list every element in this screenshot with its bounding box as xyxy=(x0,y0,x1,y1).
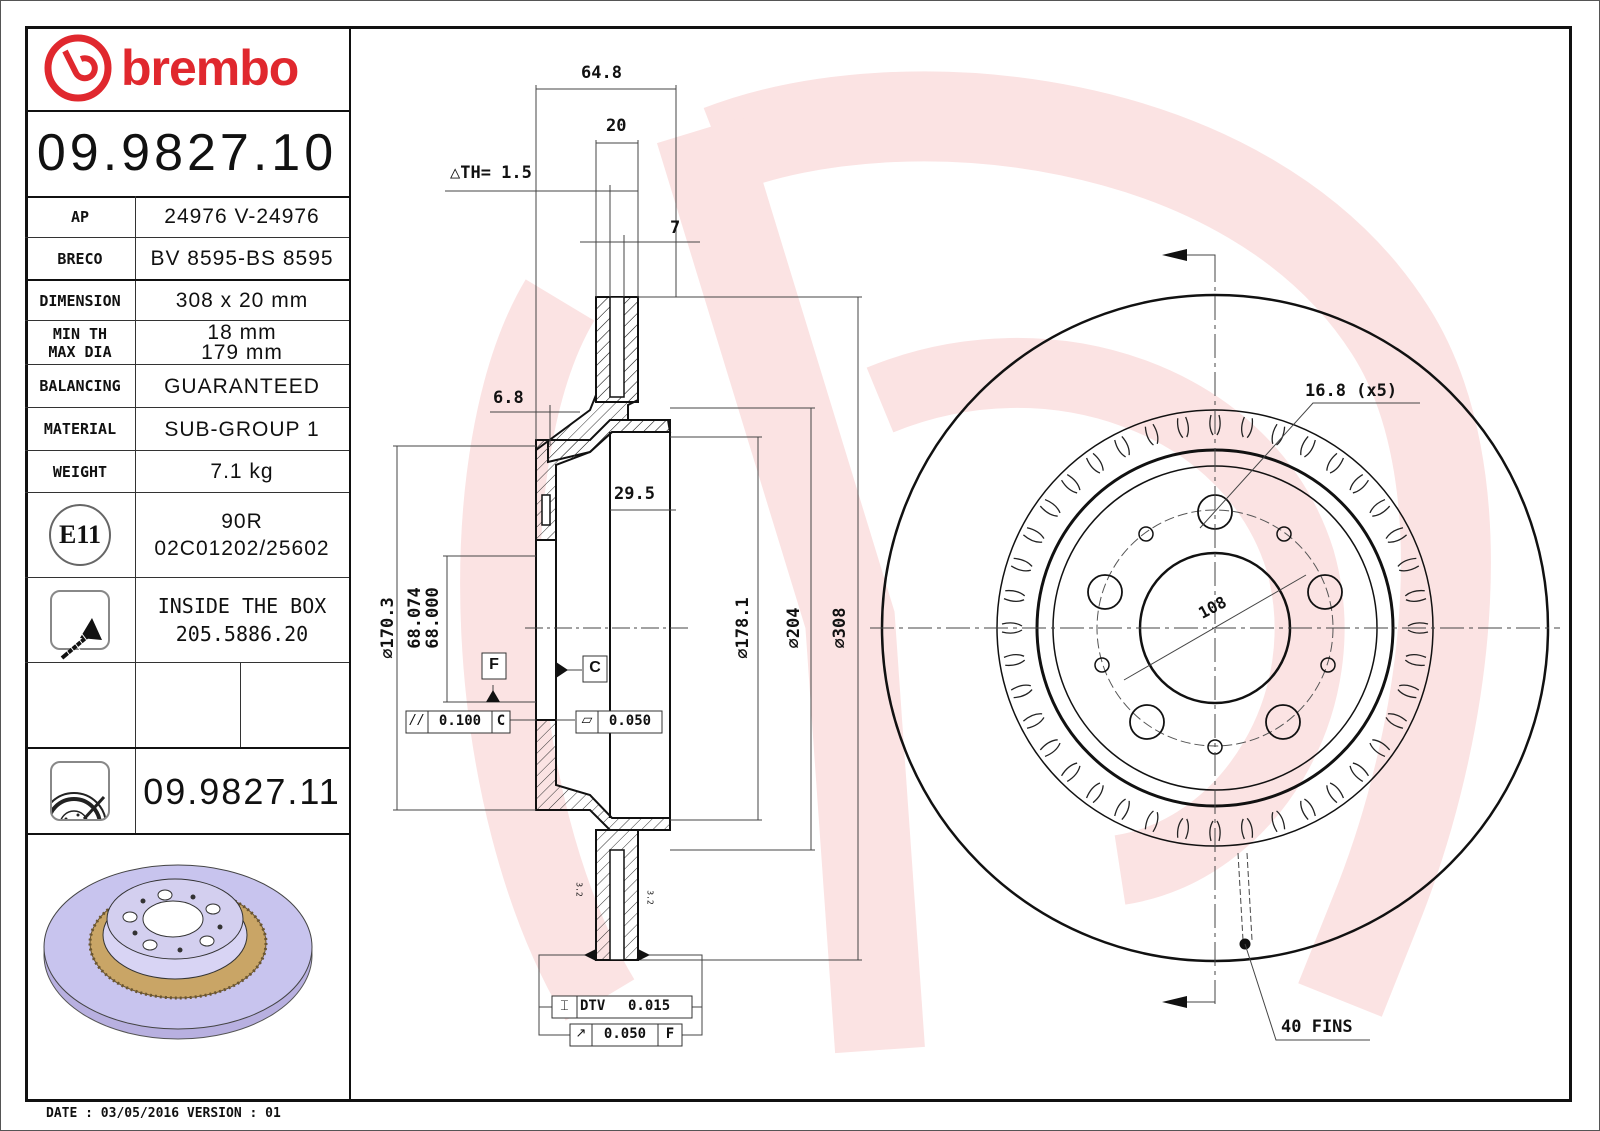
label-breco: BRECO xyxy=(25,238,136,279)
disc-3d-render xyxy=(25,835,349,1099)
part-number: 09.9827.10 xyxy=(25,110,349,198)
dtv-label: DTV xyxy=(580,998,606,1014)
screw-icon-cell xyxy=(25,578,136,662)
dtv-value: 0.015 xyxy=(628,998,671,1014)
approval-icon-cell: E11 xyxy=(25,493,136,577)
value-screws: INSIDE THE BOX 205.5886.20 xyxy=(157,594,327,646)
value-approval: 90R 02C01202/25602 xyxy=(154,510,330,560)
row-balancing: BALANCING GUARANTEED xyxy=(25,365,349,408)
row-empty xyxy=(25,663,349,749)
value-weight: 7.1 kg xyxy=(210,460,274,483)
row-material: MATERIAL SUB-GROUP 1 xyxy=(25,408,349,451)
value-ap: 24976 V-24976 xyxy=(164,205,320,228)
parallel-datum: C xyxy=(496,713,506,729)
label-weight: WEIGHT xyxy=(25,451,136,492)
label-min-th-max-dia: MIN TH MAX DIA xyxy=(25,321,136,364)
empty-cell-2 xyxy=(135,663,241,747)
runout-value: 0.050 xyxy=(603,1026,647,1042)
flatness-value: 0.050 xyxy=(608,713,652,729)
e11-approval-icon: E11 xyxy=(49,504,111,566)
empty-cell-1 xyxy=(25,663,136,747)
runout-datum: F xyxy=(665,1026,675,1042)
dim-hat-thickness: 6.8 xyxy=(493,388,524,408)
row-coated-version: 09.9827.11 xyxy=(25,749,349,835)
title-block: brembo 09.9827.10 AP 24976 V-24976 BRECO… xyxy=(25,26,351,1102)
dim-vent-offset: 7 xyxy=(670,218,681,238)
value-balancing: GUARANTEED xyxy=(164,374,320,398)
label-ap: AP xyxy=(25,196,136,237)
date-version: DATE : 03/05/2016 VERSION : 01 xyxy=(46,1106,281,1121)
row-approval: E11 90R 02C01202/25602 xyxy=(25,493,349,578)
coated-icon-cell xyxy=(25,749,136,833)
disc-coating-icon xyxy=(50,761,110,821)
dim-hat-depth: 29.5 xyxy=(614,484,655,504)
datum-f: F xyxy=(489,656,499,673)
row-weight: WEIGHT 7.1 kg xyxy=(25,451,349,493)
parallel-value: 0.100 xyxy=(438,713,482,729)
bolt-hole-label: 16.8 (x5) xyxy=(1305,381,1398,401)
label-dimension: DIMENSION xyxy=(25,281,136,320)
value-material: SUB-GROUP 1 xyxy=(164,417,320,441)
dtv-symbol: ⌶ xyxy=(560,998,569,1014)
dim-thickness: 20 xyxy=(606,116,627,136)
fins-label: 40 FINS xyxy=(1281,1017,1353,1037)
dim-overall-width: 64.8 xyxy=(581,63,622,83)
row-breco: BRECO BV 8595-BS 8595 xyxy=(25,238,349,281)
label-balancing: BALANCING xyxy=(25,365,136,407)
screw-icon xyxy=(50,590,110,660)
row-ap: AP 24976 V-24976 xyxy=(25,196,349,238)
brembo-logo-icon xyxy=(44,34,112,102)
value-dimension: 308 x 20 mm xyxy=(175,289,309,312)
flatness-symbol: ▱ xyxy=(581,712,593,728)
brembo-logo: brembo xyxy=(25,26,349,112)
coated-part-number: 09.9827.11 xyxy=(143,770,341,812)
runout-symbol: ↗ xyxy=(575,1026,587,1041)
parallel-symbol: // xyxy=(409,713,425,728)
row-dimension: DIMENSION 308 x 20 mm xyxy=(25,281,349,321)
brand-name: brembo xyxy=(121,40,299,96)
label-material: MATERIAL xyxy=(25,408,136,450)
datum-c: C xyxy=(589,659,601,676)
dim-delta-th: △TH= 1.5 xyxy=(450,163,532,183)
value-min-th-max-dia: 18 mm 179 mm xyxy=(201,320,283,364)
value-breco: BV 8595-BS 8595 xyxy=(150,247,334,270)
row-screws: INSIDE THE BOX 205.5886.20 xyxy=(25,578,349,663)
row-min-th-max-dia: MIN TH MAX DIA 18 mm 179 mm xyxy=(25,321,349,365)
drawing-frame xyxy=(25,26,1572,1102)
